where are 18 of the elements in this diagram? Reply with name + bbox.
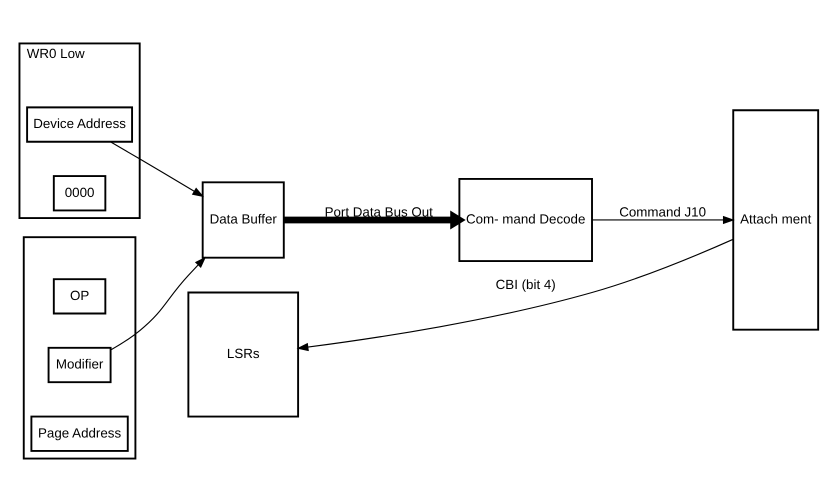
node-box: Device Address — [26, 106, 134, 142]
arrow — [296, 238, 734, 351]
node-box: OP — [52, 278, 106, 314]
cluster — [22, 236, 136, 459]
edge-label: Command J10 — [619, 204, 706, 219]
node-box: Com- mand Decode — [458, 178, 593, 262]
node-box: Attach ment — [732, 108, 820, 330]
node-box: LSRs — [187, 291, 300, 418]
edge-label: Port Data Bus Out — [324, 204, 433, 219]
node-box: Page Address — [30, 415, 129, 452]
node-box: Modifier — [48, 346, 112, 383]
node-box: 0000 — [52, 174, 106, 211]
arrow — [110, 140, 204, 197]
edge-label: CBI (bit 4) — [496, 276, 556, 292]
arrow — [110, 256, 206, 350]
arrow — [592, 215, 735, 224]
node-box: Data Buffer — [202, 180, 285, 258]
arrow — [284, 210, 466, 229]
